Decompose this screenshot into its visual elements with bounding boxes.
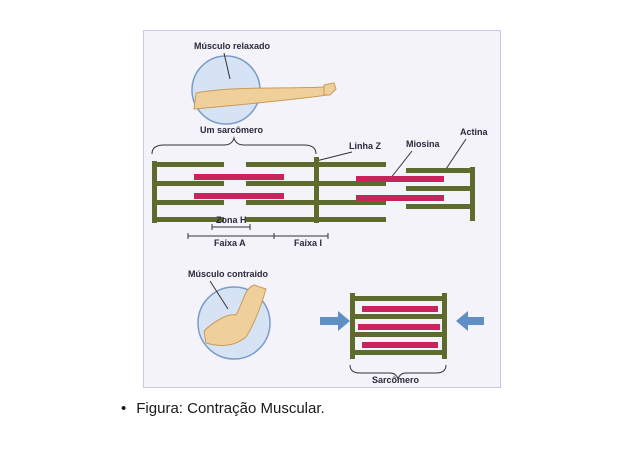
actin-filament — [152, 217, 224, 222]
label-h-zone: Zona H — [216, 215, 247, 225]
actin-filament — [390, 296, 447, 301]
myosin-filament — [358, 324, 440, 330]
actin-filament — [350, 314, 408, 319]
actin-filament — [390, 314, 447, 319]
z-line-left — [152, 161, 157, 223]
left-arrow-icon — [456, 311, 484, 331]
z-line-contracted-right — [442, 293, 447, 359]
label-a-band: Faixa A — [214, 238, 246, 248]
myosin-filament — [362, 306, 438, 312]
z-line-contracted-left — [350, 293, 355, 359]
actin-filament — [246, 217, 319, 222]
label-contracted-muscle: Músculo contraido — [188, 269, 269, 279]
actin-filament — [246, 162, 319, 167]
caption-bullet: • — [121, 400, 127, 417]
actin-filament — [350, 350, 408, 355]
caption-text: Figura: Contração Muscular. — [136, 400, 325, 417]
actin-filament — [314, 200, 386, 205]
label-one-sarcomere: Um sarcômero — [200, 125, 264, 135]
label-relaxed-muscle: Músculo relaxado — [194, 41, 271, 51]
actin-filament — [314, 181, 386, 186]
contracted-sarcomere-brace — [349, 364, 447, 381]
label-sarcomere: Sarcômero — [372, 375, 420, 385]
label-myosin: Miosina — [406, 139, 440, 149]
label-i-band: Faixa I — [294, 238, 322, 248]
actin-filament — [314, 217, 386, 222]
myosin-pointer — [389, 150, 413, 180]
contracted-pointer-line — [209, 280, 229, 310]
actin-filament — [406, 186, 475, 191]
myosin-filament — [194, 174, 284, 180]
myosin-filament — [356, 195, 444, 201]
contracted-sarcomere — [350, 293, 447, 359]
actin-filament — [246, 181, 319, 186]
relaxed-pointer-line — [223, 52, 231, 80]
figure-caption: • Figura: Contração Muscular. — [121, 400, 325, 417]
relaxed-arm-shape — [193, 86, 329, 110]
actin-filament — [246, 200, 319, 205]
actin-filament — [314, 162, 386, 167]
label-actin: Actina — [460, 127, 489, 137]
myosin-filament — [362, 342, 438, 348]
z-line-pointer — [315, 151, 353, 162]
myosin-filament — [356, 176, 444, 182]
z-line-right — [470, 167, 475, 221]
actin-pointer — [445, 138, 467, 170]
sarcomere-brace — [151, 136, 317, 155]
label-z-line: Linha Z — [349, 141, 381, 151]
actin-filament — [350, 332, 408, 337]
muscle-contraction-diagram: Músculo relaxado Um sarcômero Linha Z Mi… — [151, 41, 489, 385]
actin-filament — [152, 200, 224, 205]
figure-panel: Músculo relaxado Um sarcômero Linha Z Mi… — [143, 30, 501, 388]
z-line-middle — [314, 157, 319, 223]
actin-filament — [390, 350, 447, 355]
actin-filament — [390, 332, 447, 337]
actin-filament — [152, 162, 224, 167]
contracted-arm-shape — [203, 284, 267, 346]
contracted-muscle-illustration — [197, 280, 271, 360]
relaxed-myofibril — [152, 157, 475, 223]
myosin-filament — [194, 193, 284, 199]
relaxed-hand-shape — [323, 82, 337, 96]
relaxed-muscle-illustration — [191, 52, 337, 125]
actin-filament — [152, 181, 224, 186]
actin-filament — [406, 204, 475, 209]
right-arrow-icon — [320, 311, 350, 331]
actin-filament — [406, 168, 475, 173]
actin-filament — [350, 296, 408, 301]
